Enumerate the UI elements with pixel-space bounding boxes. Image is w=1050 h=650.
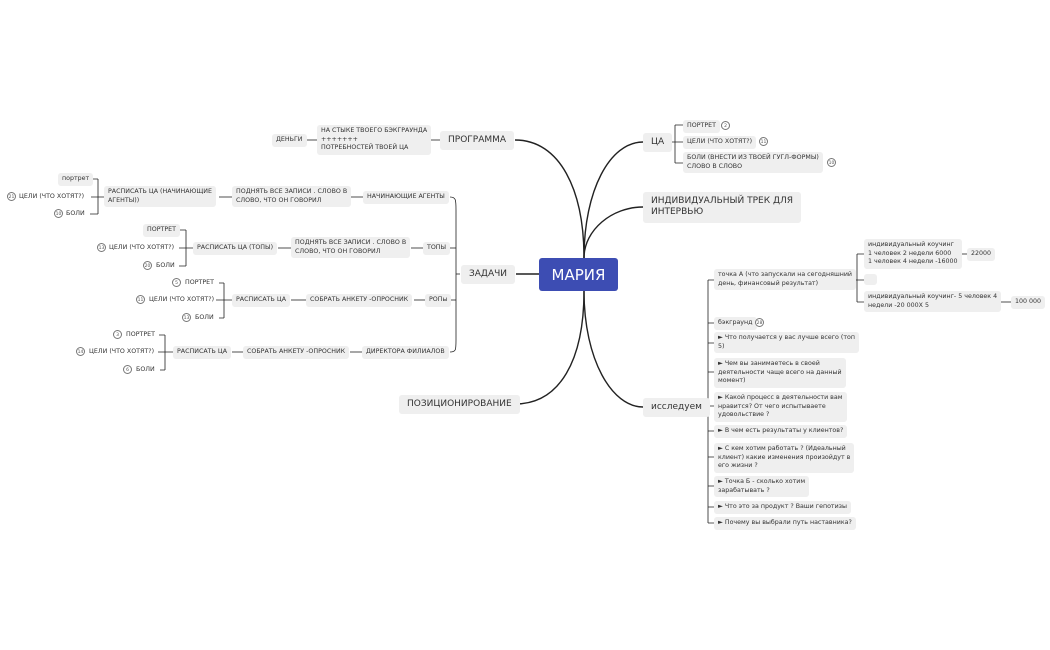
zadachi-group-label[interactable]: ДИРЕКТОРА ФИЛИАЛОВ: [362, 346, 449, 359]
branch-programma: [514, 139, 585, 259]
count-badge: 3: [113, 330, 122, 339]
topic-zadachi[interactable]: ЗАДАЧИ: [461, 265, 516, 285]
zadachi-group-task[interactable]: СОБРАТЬ АНКЕТУ -ОПРОСНИК: [306, 294, 413, 307]
question-item[interactable]: ► Точка Б - сколько хотим зарабатывать ?: [714, 476, 810, 497]
empty-topic[interactable]: [864, 274, 877, 285]
central-topic[interactable]: МАРИЯ: [539, 258, 618, 291]
branch-pozicionirovanie: [514, 290, 585, 405]
branch-trek: [583, 206, 644, 259]
ca-item-portrait[interactable]: портрет: [58, 173, 94, 186]
question-item[interactable]: ► Что это за продукт ? Ваши гепотизы: [714, 501, 852, 514]
zadachi-group-label[interactable]: НАЧИНАЮЩИЕ АГЕНТЫ: [363, 191, 449, 204]
branch-ca: [583, 141, 644, 259]
zadachi-group-plan[interactable]: РАСПИСАТЬ ЦА (НАЧИНАЮЩИЕ АГЕНТЫ)): [104, 186, 216, 207]
ca-item-pains[interactable]: БОЛИ: [195, 314, 214, 321]
programma-leaf-dengi[interactable]: ДЕНЬГИ: [272, 134, 307, 147]
ca-item-pains[interactable]: БОЛИ: [156, 262, 175, 269]
question-item[interactable]: ► В чем есть результаты у клиентов?: [714, 425, 848, 438]
ca-item-goals[interactable]: ЦЕЛИ (ЧТО ХОТЯТ?): [89, 348, 155, 355]
coaching-option-2-value[interactable]: 100 000: [1011, 296, 1046, 309]
ca-item-portrait[interactable]: ПОРТРЕТ: [185, 279, 214, 286]
count-badge: 2: [721, 121, 730, 130]
zadachi-group-task[interactable]: ПОДНЯТЬ ВСЕ ЗАПИСИ . СЛОВО В СЛОВО, ЧТО …: [291, 237, 411, 258]
coaching-option-1[interactable]: индивидуальный коучинг 1 человек 2 недел…: [864, 239, 962, 269]
point-a-node[interactable]: точка А (что запускали на сегодняшний де…: [714, 269, 857, 290]
count-badge: 11: [136, 295, 145, 304]
zadachi-group-task[interactable]: ПОДНЯТЬ ВСЕ ЗАПИСИ . СЛОВО В СЛОВО, ЧТО …: [232, 186, 352, 207]
zadachi-group-task[interactable]: СОБРАТЬ АНКЕТУ -ОПРОСНИК: [243, 346, 350, 359]
question-item[interactable]: ► Что получается у вас лучше всего (топ …: [714, 332, 859, 353]
question-item[interactable]: ► Почему вы выбрали путь наставника?: [714, 517, 856, 530]
count-badge: 13: [97, 243, 106, 252]
ca-item-portrait[interactable]: ПОРТРЕТ: [143, 224, 180, 237]
topic-issleduem[interactable]: исследуем: [643, 398, 710, 418]
question-item[interactable]: ► С кем хотим работать ? (Идеальный клие…: [714, 443, 855, 473]
topic-individual-track[interactable]: ИНДИВИДУАЛЬНЫЙ ТРЕК ДЛЯ ИНТЕРВЬЮ: [643, 192, 802, 223]
ca-item-goals[interactable]: ЦЕЛИ (ЧТО ХОТЯТ?): [683, 136, 757, 149]
ca-item-goals[interactable]: ЦЕЛИ (ЧТО ХОТЯТ?): [109, 244, 175, 251]
coaching-option-2[interactable]: индивидуальный коучинг- 5 человек 4 неде…: [864, 291, 1002, 312]
ca-item-portrait[interactable]: ПОРТРЕТ: [126, 331, 155, 338]
background-node[interactable]: бэкграунд: [714, 317, 757, 330]
count-badge: 28: [755, 318, 764, 327]
ca-item-portrait[interactable]: ПОРТРЕТ: [683, 120, 720, 133]
zadachi-group-plan[interactable]: РАСПИСАТЬ ЦА: [173, 346, 232, 359]
ca-item-pains[interactable]: БОЛИ: [66, 210, 85, 217]
zadachi-group-label[interactable]: ТОПЫ: [423, 242, 451, 255]
count-badge: 14: [76, 347, 85, 356]
question-item[interactable]: ► Чем вы занимаетесь в своей деятельност…: [714, 358, 846, 388]
ca-item-goals[interactable]: ЦЕЛИ (ЧТО ХОТЯТ?): [149, 296, 215, 303]
zadachi-group-label[interactable]: РОПы: [425, 294, 452, 307]
question-item[interactable]: ► Какой процесс в деятельности вам нрави…: [714, 392, 847, 422]
count-badge: 13: [182, 313, 191, 322]
coaching-option-1-value[interactable]: 22000: [967, 248, 996, 261]
programma-child[interactable]: НА СТЫКЕ ТВОЕГО БЭКГРАУНДА +++++++ ПОТРЕ…: [317, 125, 432, 155]
zadachi-group-plan[interactable]: РАСПИСАТЬ ЦА (ТОПЫ): [193, 242, 278, 255]
ca-item-pains[interactable]: БОЛИ: [136, 366, 155, 373]
zadachi-group-plan[interactable]: РАСПИСАТЬ ЦА: [232, 294, 291, 307]
topic-programma[interactable]: ПРОГРАММА: [440, 131, 515, 151]
topic-pozicionirovanie[interactable]: ПОЗИЦИОНИРОВАНИЕ: [399, 395, 520, 415]
count-badge: 10: [827, 158, 836, 167]
count-badge: 21: [7, 192, 16, 201]
ca-item-pains[interactable]: БОЛИ (ВНЕСТИ ИЗ ТВОЕЙ ГУГЛ-ФОРМЫ) СЛОВО …: [683, 152, 823, 173]
branch-issleduem: [583, 290, 644, 408]
topic-ca[interactable]: ЦА: [643, 133, 673, 153]
ca-item-goals[interactable]: ЦЕЛИ (ЧТО ХОТЯТ?): [19, 193, 85, 200]
count-badge: 6: [123, 365, 132, 374]
count-badge: 11: [759, 137, 768, 146]
count-badge: 5: [172, 278, 181, 287]
count-badge: 20: [143, 261, 152, 270]
count-badge: 10: [54, 209, 63, 218]
